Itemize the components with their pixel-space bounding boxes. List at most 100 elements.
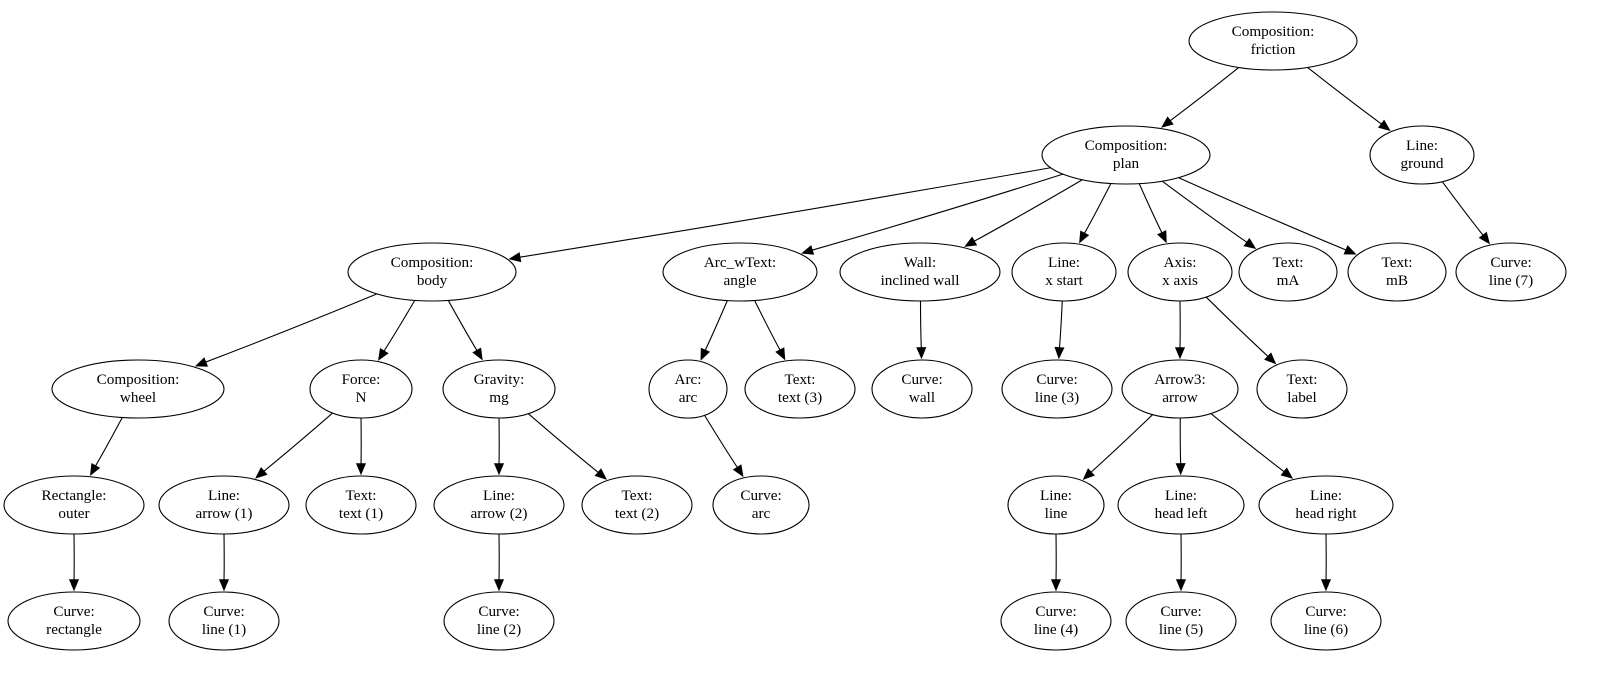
arrowhead-arrow3-to-lineline xyxy=(1082,468,1095,481)
node-label-name-rectouter: outer xyxy=(58,505,89,522)
node-rectouter[interactable]: Rectangle:outer xyxy=(3,475,145,535)
node-shape-line3[interactable] xyxy=(1001,359,1113,419)
node-xstart[interactable]: Line:x start xyxy=(1011,242,1117,302)
node-gravity[interactable]: Gravity:mg xyxy=(442,359,556,419)
node-headleft[interactable]: Line:head left xyxy=(1117,475,1245,535)
node-shape-ground[interactable] xyxy=(1369,125,1475,185)
node-shape-wheel[interactable] xyxy=(51,359,225,419)
node-angle[interactable]: Arc_wText:angle xyxy=(662,242,818,302)
node-shape-curvewall[interactable] xyxy=(871,359,973,419)
node-shape-body[interactable] xyxy=(347,242,517,302)
node-shape-line6[interactable] xyxy=(1270,591,1382,651)
node-line3[interactable]: Curve:line (3) xyxy=(1001,359,1113,419)
node-plan[interactable]: Composition:plan xyxy=(1041,125,1211,185)
arrowhead-plan-to-mB xyxy=(1343,245,1357,255)
node-shape-line1[interactable] xyxy=(168,591,280,651)
arrowhead-angle-to-arc xyxy=(700,347,711,361)
node-line6[interactable]: Curve:line (6) xyxy=(1270,591,1382,651)
node-shape-line5[interactable] xyxy=(1125,591,1237,651)
node-shape-headright[interactable] xyxy=(1258,475,1394,535)
node-shape-text2[interactable] xyxy=(581,475,693,535)
node-label-type-text2: Text: xyxy=(622,487,653,504)
node-shape-headleft[interactable] xyxy=(1117,475,1245,535)
node-lineline[interactable]: Line:line xyxy=(1007,475,1105,535)
node-label-type-arrow2: Line: xyxy=(483,487,515,504)
node-shape-mA[interactable] xyxy=(1238,242,1338,302)
node-label[interactable]: Text:label xyxy=(1256,359,1348,419)
node-friction[interactable]: Composition:friction xyxy=(1188,11,1358,71)
node-label-type-arrow3: Arrow3: xyxy=(1154,371,1205,388)
node-arrow1[interactable]: Line:arrow (1) xyxy=(158,475,290,535)
node-label-type-arrow1: Line: xyxy=(208,487,240,504)
node-headright[interactable]: Line:head right xyxy=(1258,475,1394,535)
node-line2[interactable]: Curve:line (2) xyxy=(443,591,555,651)
node-shape-arrow3[interactable] xyxy=(1121,359,1239,419)
arrowhead-headleft-to-line5 xyxy=(1175,579,1187,592)
node-shape-xaxis[interactable] xyxy=(1127,242,1233,302)
node-shape-incwall[interactable] xyxy=(839,242,1001,302)
node-shape-friction[interactable] xyxy=(1188,11,1358,71)
node-forceN[interactable]: Force:N xyxy=(309,359,413,419)
node-arc[interactable]: Arc:arc xyxy=(648,359,728,419)
edge-plan-to-xaxis xyxy=(1138,183,1163,234)
edge-body-to-gravity xyxy=(447,300,478,352)
node-line4[interactable]: Curve:line (4) xyxy=(1000,591,1112,651)
node-line1[interactable]: Curve:line (1) xyxy=(168,591,280,651)
node-shape-text1[interactable] xyxy=(305,475,417,535)
node-curvearc[interactable]: Curve:arc xyxy=(712,475,810,535)
node-mB[interactable]: Text:mB xyxy=(1347,242,1447,302)
edge-ground-to-line7 xyxy=(1441,181,1484,237)
node-shape-rectouter[interactable] xyxy=(3,475,145,535)
node-text1[interactable]: Text:text (1) xyxy=(305,475,417,535)
node-shape-label[interactable] xyxy=(1256,359,1348,419)
node-shape-text3[interactable] xyxy=(744,359,856,419)
node-mA[interactable]: Text:mA xyxy=(1238,242,1338,302)
node-shape-gravity[interactable] xyxy=(442,359,556,419)
arrowhead-rectouter-to-curverect xyxy=(68,579,80,592)
arrowhead-lineline-to-line4 xyxy=(1050,579,1062,592)
node-shape-mB[interactable] xyxy=(1347,242,1447,302)
node-incwall[interactable]: Wall:inclined wall xyxy=(839,242,1001,302)
arrowhead-plan-to-mA xyxy=(1243,237,1257,250)
node-shape-arrow1[interactable] xyxy=(158,475,290,535)
node-label-type-mB: Text: xyxy=(1382,254,1413,271)
node-label-name-line2: line (2) xyxy=(477,621,521,638)
node-label-name-headright: head right xyxy=(1295,505,1357,522)
node-shape-arc[interactable] xyxy=(648,359,728,419)
node-label-name-line7: line (7) xyxy=(1489,272,1533,289)
node-arrow3[interactable]: Arrow3:arrow xyxy=(1121,359,1239,419)
node-text2[interactable]: Text:text (2) xyxy=(581,475,693,535)
node-body[interactable]: Composition:body xyxy=(347,242,517,302)
node-shape-line4[interactable] xyxy=(1000,591,1112,651)
edge-xstart-to-line3 xyxy=(1058,300,1063,349)
node-shape-line7[interactable] xyxy=(1455,242,1567,302)
node-ground[interactable]: Line:ground xyxy=(1369,125,1475,185)
node-line5[interactable]: Curve:line (5) xyxy=(1125,591,1237,651)
node-arrow2[interactable]: Line:arrow (2) xyxy=(433,475,565,535)
node-shape-lineline[interactable] xyxy=(1007,475,1105,535)
node-label-name-line1: line (1) xyxy=(202,621,246,638)
node-shape-arrow2[interactable] xyxy=(433,475,565,535)
node-label-type-angle: Arc_wText: xyxy=(704,254,776,271)
node-shape-line2[interactable] xyxy=(443,591,555,651)
node-line7[interactable]: Curve:line (7) xyxy=(1455,242,1567,302)
arrowhead-arrow3-to-headleft xyxy=(1175,463,1186,476)
node-shape-angle[interactable] xyxy=(662,242,818,302)
node-shape-xstart[interactable] xyxy=(1011,242,1117,302)
node-label-name-ground: ground xyxy=(1400,155,1443,172)
node-wheel[interactable]: Composition:wheel xyxy=(51,359,225,419)
node-shape-plan[interactable] xyxy=(1041,125,1211,185)
node-shape-curverect[interactable] xyxy=(7,591,141,651)
edge-angle-to-text3 xyxy=(754,300,781,351)
node-xaxis[interactable]: Axis:x axis xyxy=(1127,242,1233,302)
node-label-name-arrow3: arrow xyxy=(1162,389,1197,406)
node-label-name-arrow1: arrow (1) xyxy=(196,505,253,522)
node-shape-forceN[interactable] xyxy=(309,359,413,419)
node-curverect[interactable]: Curve:rectangle xyxy=(7,591,141,651)
node-label-type-forceN: Force: xyxy=(342,371,381,388)
node-curvewall[interactable]: Curve:wall xyxy=(871,359,973,419)
node-label-type-headleft: Line: xyxy=(1165,487,1197,504)
node-text3[interactable]: Text:text (3) xyxy=(744,359,856,419)
node-label-name-text1: text (1) xyxy=(339,505,383,522)
node-shape-curvearc[interactable] xyxy=(712,475,810,535)
